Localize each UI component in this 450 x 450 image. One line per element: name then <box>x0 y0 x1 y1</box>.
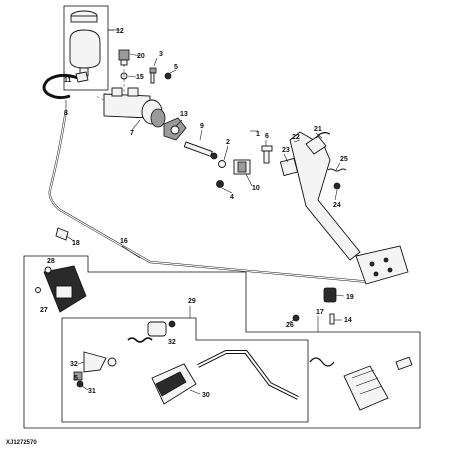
reservoir-body <box>69 29 101 69</box>
callout-24: 24 <box>333 202 341 209</box>
callout-30: 30 <box>202 392 210 399</box>
callout-10: 10 <box>252 185 260 192</box>
callout-27: 27 <box>40 307 48 314</box>
clevis-10 <box>233 159 251 175</box>
spring-assembly <box>127 320 176 343</box>
callout-15: 15 <box>136 74 144 81</box>
lower-assembly-frame <box>23 255 421 429</box>
bolt-24 <box>333 182 341 190</box>
callout-19: 19 <box>346 294 354 301</box>
pedal-pad-lower <box>343 365 389 411</box>
spring-25 <box>327 168 347 172</box>
nut-4 <box>216 180 224 188</box>
washer-2 <box>218 160 226 168</box>
pedal-pad <box>355 245 409 285</box>
lever-32 <box>73 351 117 381</box>
sub-assembly-frame <box>61 317 309 423</box>
pin-6 <box>261 145 273 164</box>
callout-32: 32 <box>70 361 78 368</box>
callout-26: 26 <box>286 322 294 329</box>
callout-13: 13 <box>180 111 188 118</box>
callout-5-lower: 5 <box>74 375 78 382</box>
bracket-27 <box>43 265 87 313</box>
callout-16: 16 <box>120 238 128 245</box>
callout-labels: 1 2 3 4 5 6 7 8 9 10 11 12 13 14 15 16 1… <box>40 28 354 399</box>
callout-1: 1 <box>256 131 260 138</box>
callout-17: 17 <box>316 309 324 316</box>
callout-7: 7 <box>130 130 134 137</box>
callout-31: 31 <box>88 388 96 395</box>
reservoir-frame <box>63 5 109 91</box>
callout-18: 18 <box>72 240 80 247</box>
callout-28: 28 <box>47 258 55 265</box>
callout-20: 20 <box>137 53 145 60</box>
reservoir-cap-side <box>70 15 98 23</box>
callout-23: 23 <box>282 147 290 154</box>
bolt-3 <box>149 67 157 84</box>
housing-30 <box>151 363 197 405</box>
fitting-20 <box>118 49 130 66</box>
callout-22: 22 <box>292 134 300 141</box>
nut-5 <box>164 72 172 80</box>
bolt-31 <box>76 380 84 388</box>
callout-25: 25 <box>340 156 348 163</box>
callout-8: 8 <box>64 110 68 117</box>
bumper <box>395 356 413 371</box>
callout-11: 11 <box>64 77 72 84</box>
callout-3: 3 <box>159 51 163 58</box>
callout-21: 21 <box>314 126 322 133</box>
callout-2: 2 <box>226 139 230 146</box>
switch-19 <box>323 287 337 303</box>
callout-9: 9 <box>200 123 204 130</box>
callout-12: 12 <box>116 28 124 35</box>
callout-5: 5 <box>174 64 178 71</box>
clip-18 <box>55 227 69 241</box>
reference-code: XJ1272570 <box>6 440 37 446</box>
callout-29: 29 <box>188 298 196 305</box>
master-cylinder <box>103 87 166 128</box>
hose-clamp-11 <box>75 71 89 83</box>
bolt-14 <box>329 313 335 325</box>
callout-6: 6 <box>265 133 269 140</box>
push-rod-9 <box>183 141 218 160</box>
screw-26 <box>292 314 300 322</box>
brake-pedal-arm <box>279 131 361 261</box>
bushing-23 <box>279 157 299 177</box>
leader-lines <box>65 29 345 395</box>
screw-28 <box>35 287 41 293</box>
callout-4: 4 <box>230 194 234 201</box>
callout-14: 14 <box>344 317 352 324</box>
spring-clip-21 <box>315 132 331 139</box>
callout-32-second: 32 <box>168 339 176 346</box>
